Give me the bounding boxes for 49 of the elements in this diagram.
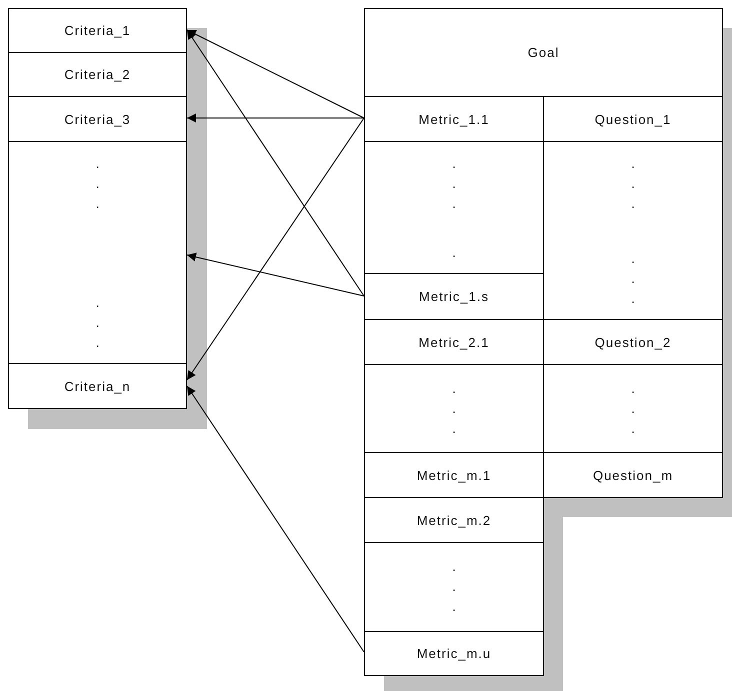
ellipsis-dots: . . . xyxy=(96,155,100,213)
table-cell xyxy=(8,52,187,97)
table-cell xyxy=(8,8,187,53)
table-cell xyxy=(543,141,723,320)
table-cell xyxy=(8,141,187,364)
cell-label: Metric_m.2 xyxy=(416,512,492,528)
cell-label: Metric_2.1 xyxy=(418,334,490,350)
arrow xyxy=(186,118,364,380)
table-cell xyxy=(364,273,544,320)
ellipsis-dots: . . . xyxy=(452,155,456,213)
cell-label: Metric_m.u xyxy=(416,646,492,661)
ellipsis-dots: . . . xyxy=(631,250,635,308)
table-cell xyxy=(364,452,544,498)
cell-label: Metric_m.1 xyxy=(416,468,492,482)
table-cell xyxy=(364,542,544,632)
arrow xyxy=(186,114,364,122)
table-cell xyxy=(364,319,544,365)
ellipsis-dots: . . . xyxy=(96,294,100,352)
cell-label: Metric_1.s xyxy=(419,289,489,304)
cell-label: Criteria_2 xyxy=(64,67,131,82)
table-cell xyxy=(543,364,723,453)
arrow xyxy=(186,386,364,652)
table-cell xyxy=(364,141,544,274)
ellipsis-dots: . . . xyxy=(631,380,635,438)
cell-label: Question_2 xyxy=(594,334,672,350)
cell-label: Criteria_1 xyxy=(64,23,131,38)
cell-label: Metric_1.1 xyxy=(418,112,490,126)
table-cell xyxy=(364,8,723,97)
table-cell xyxy=(8,363,187,409)
ellipsis-dots: . . . xyxy=(631,155,635,213)
ellipsis-dots: . xyxy=(452,244,456,262)
table-cell xyxy=(543,96,723,142)
cell-label: Question_m xyxy=(592,468,674,482)
ellipsis-dots: . . . xyxy=(452,558,456,616)
table-cell xyxy=(364,96,544,142)
cell-label: Criteria_n xyxy=(64,378,131,394)
cell-label: Goal xyxy=(528,45,560,60)
arrow xyxy=(186,252,364,296)
table-cell xyxy=(364,497,544,543)
table-cell xyxy=(364,364,544,453)
cell-label: Question_1 xyxy=(594,112,672,126)
table-cell xyxy=(543,319,723,365)
table-cell xyxy=(364,631,544,676)
arrow xyxy=(186,30,364,118)
table-cell xyxy=(8,96,187,142)
arrow xyxy=(186,30,364,296)
table-cell xyxy=(543,452,723,498)
cell-label: Criteria_3 xyxy=(64,112,131,126)
ellipsis-dots: . . . xyxy=(452,380,456,438)
